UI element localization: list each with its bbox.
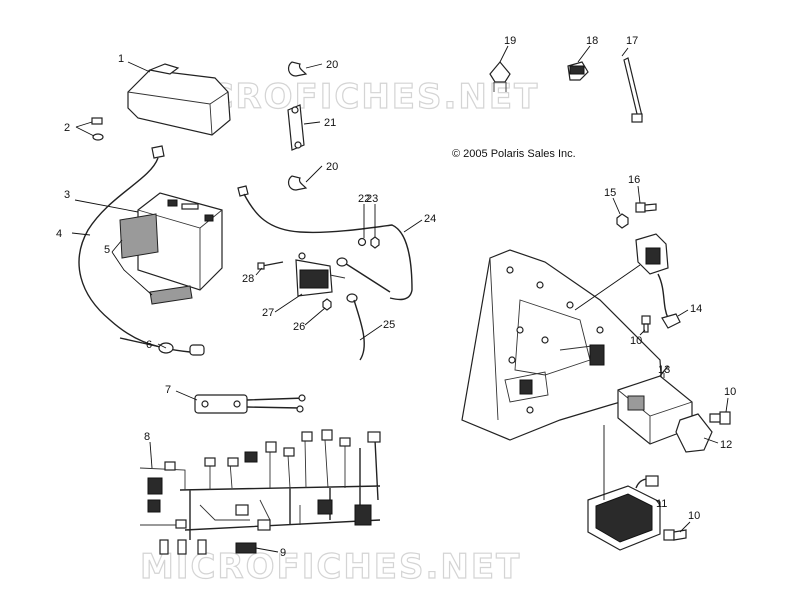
callout-8: 8 [144, 431, 150, 443]
callout-2: 2 [64, 122, 70, 134]
callout-15: 15 [604, 187, 616, 199]
callout-4: 4 [56, 228, 62, 240]
part-14-clip [661, 313, 681, 329]
leader-2 [75, 121, 95, 137]
part-25-cable [346, 293, 365, 361]
part-11-voltage-regulator [587, 475, 661, 551]
callout-10-right: 10 [724, 386, 736, 398]
callout-18: 18 [586, 35, 598, 47]
callout-6: 6 [146, 339, 152, 351]
callout-7: 7 [165, 384, 171, 396]
leader-20b [305, 165, 323, 183]
leader-10a [639, 329, 646, 336]
part-18-push-rivet [567, 61, 589, 81]
leader-20a [305, 63, 323, 69]
callout-11: 11 [656, 498, 667, 510]
leader-11 [655, 499, 661, 506]
part-22-washer [357, 237, 367, 247]
callout-16: 16 [628, 174, 640, 186]
leader-3 [74, 199, 139, 213]
leader-6 [157, 343, 167, 349]
callout-25: 25 [383, 319, 395, 331]
leader-17 [621, 47, 629, 57]
callout-28: 28 [242, 273, 254, 285]
part-19-fastener [489, 61, 511, 92]
leader-28 [255, 267, 263, 276]
callout-3: 3 [64, 189, 70, 201]
callout-5: 5 [104, 244, 110, 256]
part-10-screw-right [709, 411, 731, 425]
part-21-bracket [287, 104, 305, 151]
callout-21: 21 [324, 117, 336, 129]
leader-9 [255, 547, 279, 553]
leader-16 [637, 185, 641, 204]
callout-24: 24 [424, 213, 436, 225]
leader-1 [127, 61, 151, 73]
part-8-wire-harness [139, 429, 381, 555]
leader-8 [149, 441, 153, 469]
leader-27 [274, 293, 303, 313]
callout-10-bottom: 10 [688, 510, 700, 522]
part-27-solenoid [295, 252, 346, 297]
leader-18 [577, 45, 591, 63]
callout-27: 27 [262, 307, 274, 319]
copyright-notice: © 2005 Polaris Sales Inc. [452, 148, 576, 160]
callout-14: 14 [690, 303, 702, 315]
leader-10b [725, 397, 729, 413]
callout-1: 1 [118, 53, 124, 65]
callout-20-bottom: 20 [326, 161, 338, 173]
part-5-label [119, 213, 193, 305]
leader-coil-to-plate [574, 264, 641, 311]
leader-10c [679, 521, 691, 533]
leader-14 [677, 309, 689, 317]
electrical-mounting-plate [461, 249, 663, 441]
callout-20-top: 20 [326, 59, 338, 71]
part-10-screw-mid [641, 315, 651, 333]
leader-15 [612, 197, 621, 215]
ignition-coil [635, 233, 669, 319]
part-10-screw-bottom [663, 529, 687, 541]
leader-26 [304, 307, 326, 326]
part-4-battery-cable [78, 157, 205, 356]
part-26-nut [322, 298, 332, 311]
callout-9: 9 [280, 547, 286, 559]
part-12-bracket [675, 413, 713, 453]
part-13-cdi-module [617, 365, 693, 445]
leader-19 [499, 45, 509, 63]
callout-23: 23 [366, 193, 378, 205]
leader-25 [359, 324, 383, 341]
callout-19: 19 [504, 35, 516, 47]
part-2-screw [91, 117, 104, 141]
part-23-nut [370, 236, 380, 249]
callout-12: 12 [720, 439, 732, 451]
leader-4 [71, 232, 91, 236]
leader-7 [175, 390, 198, 401]
callout-26: 26 [293, 321, 305, 333]
callout-13: 13 [658, 364, 670, 376]
part-1-battery-cover [127, 63, 231, 136]
part-16-bolt [635, 202, 657, 213]
part-20-clip-top [287, 61, 308, 77]
callout-22: 22 [358, 193, 370, 205]
battery-terminal-cap [151, 145, 165, 159]
callout-17: 17 [626, 35, 638, 47]
part-17-bolt [623, 57, 643, 123]
watermark-bottom: MICROFICHES.NET [140, 547, 521, 587]
leader-5 [111, 239, 153, 296]
callout-10-mid: 10 [630, 335, 642, 347]
part-15-nut [616, 213, 629, 229]
part-20-clip-bottom [287, 175, 308, 191]
leader-24 [403, 219, 423, 233]
leader-12 [703, 437, 719, 444]
part-7-fuse-holder [194, 394, 306, 414]
part-3-battery [137, 192, 223, 291]
part-24-cable [237, 185, 413, 301]
part-9-connector [235, 542, 257, 554]
leader-21 [303, 121, 321, 125]
